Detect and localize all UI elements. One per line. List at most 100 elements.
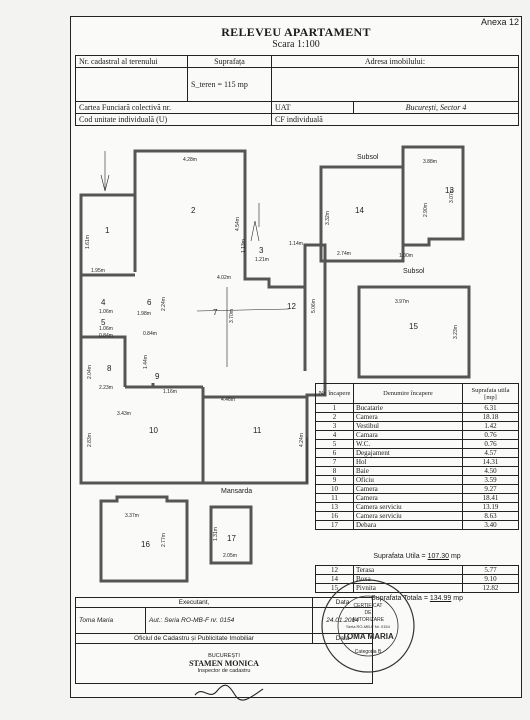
stamp-line-3: AUTORIZARE [352, 617, 385, 623]
dim-1-16: 1.16m [163, 389, 177, 395]
hall-line [196, 308, 290, 312]
main-floor-outline [79, 149, 327, 485]
dim-2-05: 2.05m [223, 553, 237, 559]
dim-2-90: 2.90m [423, 203, 429, 217]
col-header-nr: Nr. încapere [315, 383, 354, 404]
document-scale: Scara 1:100 [272, 39, 320, 50]
uat-value: București, Sector 4 [353, 101, 519, 114]
room-number-6: 6 [147, 298, 152, 307]
dim-4-28: 4.28m [183, 157, 197, 163]
subsol-outline-1 [319, 145, 465, 263]
room-cell-nr: 1 [315, 403, 354, 413]
room-cell-name: Degajament [353, 448, 463, 458]
executant-header: Executant, [75, 597, 313, 608]
room-cell-nr: 5 [315, 439, 354, 449]
dim-3-43: 3.43m [117, 411, 131, 417]
room-cell-nr: 9 [315, 475, 354, 485]
room-number-12: 12 [287, 302, 296, 311]
room-cell-area: 13.19 [462, 502, 519, 512]
rooms-table: Nr. încapere Denumire încapere Suprafata… [315, 383, 519, 530]
st-value: 134.99 [429, 595, 452, 602]
room-cell-area: 3.40 [462, 520, 519, 530]
room-cell-nr: 11 [315, 493, 354, 503]
room-cell-name: Oficiu [353, 475, 463, 485]
mansarda-outline-1 [99, 495, 189, 583]
stamp-line-1: CERTIFICAT [354, 603, 383, 609]
subsol-outline-2 [357, 285, 471, 379]
room-number-17: 17 [227, 534, 236, 543]
room-cell-name: Camera [353, 412, 463, 422]
room-cell-area: 8.63 [462, 511, 519, 521]
cadastral-label: Nr. cadastral al terenului [75, 55, 188, 68]
document-title: RELEVEU APARTAMENT [221, 25, 371, 39]
room-cell-area: 14.31 [462, 457, 519, 467]
carte-label: Cartea Funciară colectivă nr. [75, 101, 272, 114]
room-cell-area: 4.57 [462, 448, 519, 458]
su-total: Suprafata Utila = 107.30 mp [315, 553, 519, 560]
room-cell-name: Hol [353, 457, 463, 467]
room-cell-nr: 4 [315, 430, 354, 440]
dim-1-31: 1.31m [213, 527, 219, 541]
dim-4-54: 4.54m [235, 217, 241, 231]
stamp-category: Categoria B [355, 649, 382, 655]
room-cell-area: 0.76 [462, 439, 519, 449]
room-number-2: 2 [191, 206, 196, 215]
uat-label: UAT [271, 101, 354, 114]
room-cell-area: 4.50 [462, 466, 519, 476]
room-number-7: 7 [213, 308, 218, 317]
room-cell-name: W.C. [353, 439, 463, 449]
dim-2-83: 2.83m [87, 433, 93, 447]
stamp-line-4: Seria RO-MB-F Nr. 0154 [346, 624, 391, 629]
room-cell-name: Camera [353, 484, 463, 494]
dim-1-61: 1.61m [85, 235, 91, 249]
room-cell-area: 9.27 [462, 484, 519, 494]
dim-4-46: 4.46m [221, 397, 235, 403]
stamp-name: TOMA MARIA [342, 632, 394, 641]
room-cell-area: 0.76 [462, 430, 519, 440]
room-number-10: 10 [149, 426, 158, 435]
mansarda-title: Mansarda [221, 488, 252, 495]
room-cell-name: Vestibul [353, 421, 463, 431]
office-label: Oficiul de Cadastru și Publicitate Imobi… [75, 633, 313, 644]
dim-1-00: 1.00m [399, 253, 413, 259]
room-cell-nr: 6 [315, 448, 354, 458]
dim-4-24: 4.24m [299, 433, 305, 447]
room-cell-area: 18.18 [462, 412, 519, 422]
room-number-9: 9 [155, 372, 160, 381]
executant-name: Toma Maria [75, 607, 146, 634]
room-number-11: 11 [253, 426, 262, 435]
address-label: Adresa imobilului: [271, 55, 519, 68]
room-number-8: 8 [107, 364, 112, 373]
surface-label: Suprafața [187, 55, 272, 68]
room-cell-area: 3.59 [462, 475, 519, 485]
extra-room-cell-area: 12.82 [462, 583, 519, 593]
room-cell-nr: 13 [315, 502, 354, 512]
room-cell-name: Bucatarie [353, 403, 463, 413]
room-number-5: 5 [101, 318, 106, 327]
room-cell-name: Debara [353, 520, 463, 530]
property-info-table: Nr. cadastral al terenului Suprafața Adr… [75, 55, 519, 126]
cadastral-value [75, 67, 188, 102]
col-header-name: Denumire încapere [353, 383, 463, 404]
dim-1-95: 1.95m [91, 268, 105, 274]
dim-3-88: 3.88m [423, 159, 437, 165]
room-cell-nr: 2 [315, 412, 354, 422]
document-sheet: Anexa 12 RELEVEU APARTAMENT Scara 1:100 … [70, 16, 522, 701]
room-cell-area: 6.31 [462, 403, 519, 413]
extra-room-cell-nr: 12 [315, 565, 354, 575]
cod-label: Cod unitate individuală (U) [75, 113, 272, 126]
dim-1-44: 1.44m [143, 355, 149, 369]
annex-label: Anexa 12 [480, 17, 519, 27]
dim-2-77: 2.77m [161, 533, 167, 547]
dim-3-32: 3.32m [325, 211, 331, 225]
st-total: Suprafata Totala = 134.99 mp [315, 595, 519, 602]
room-cell-nr: 17 [315, 520, 354, 530]
